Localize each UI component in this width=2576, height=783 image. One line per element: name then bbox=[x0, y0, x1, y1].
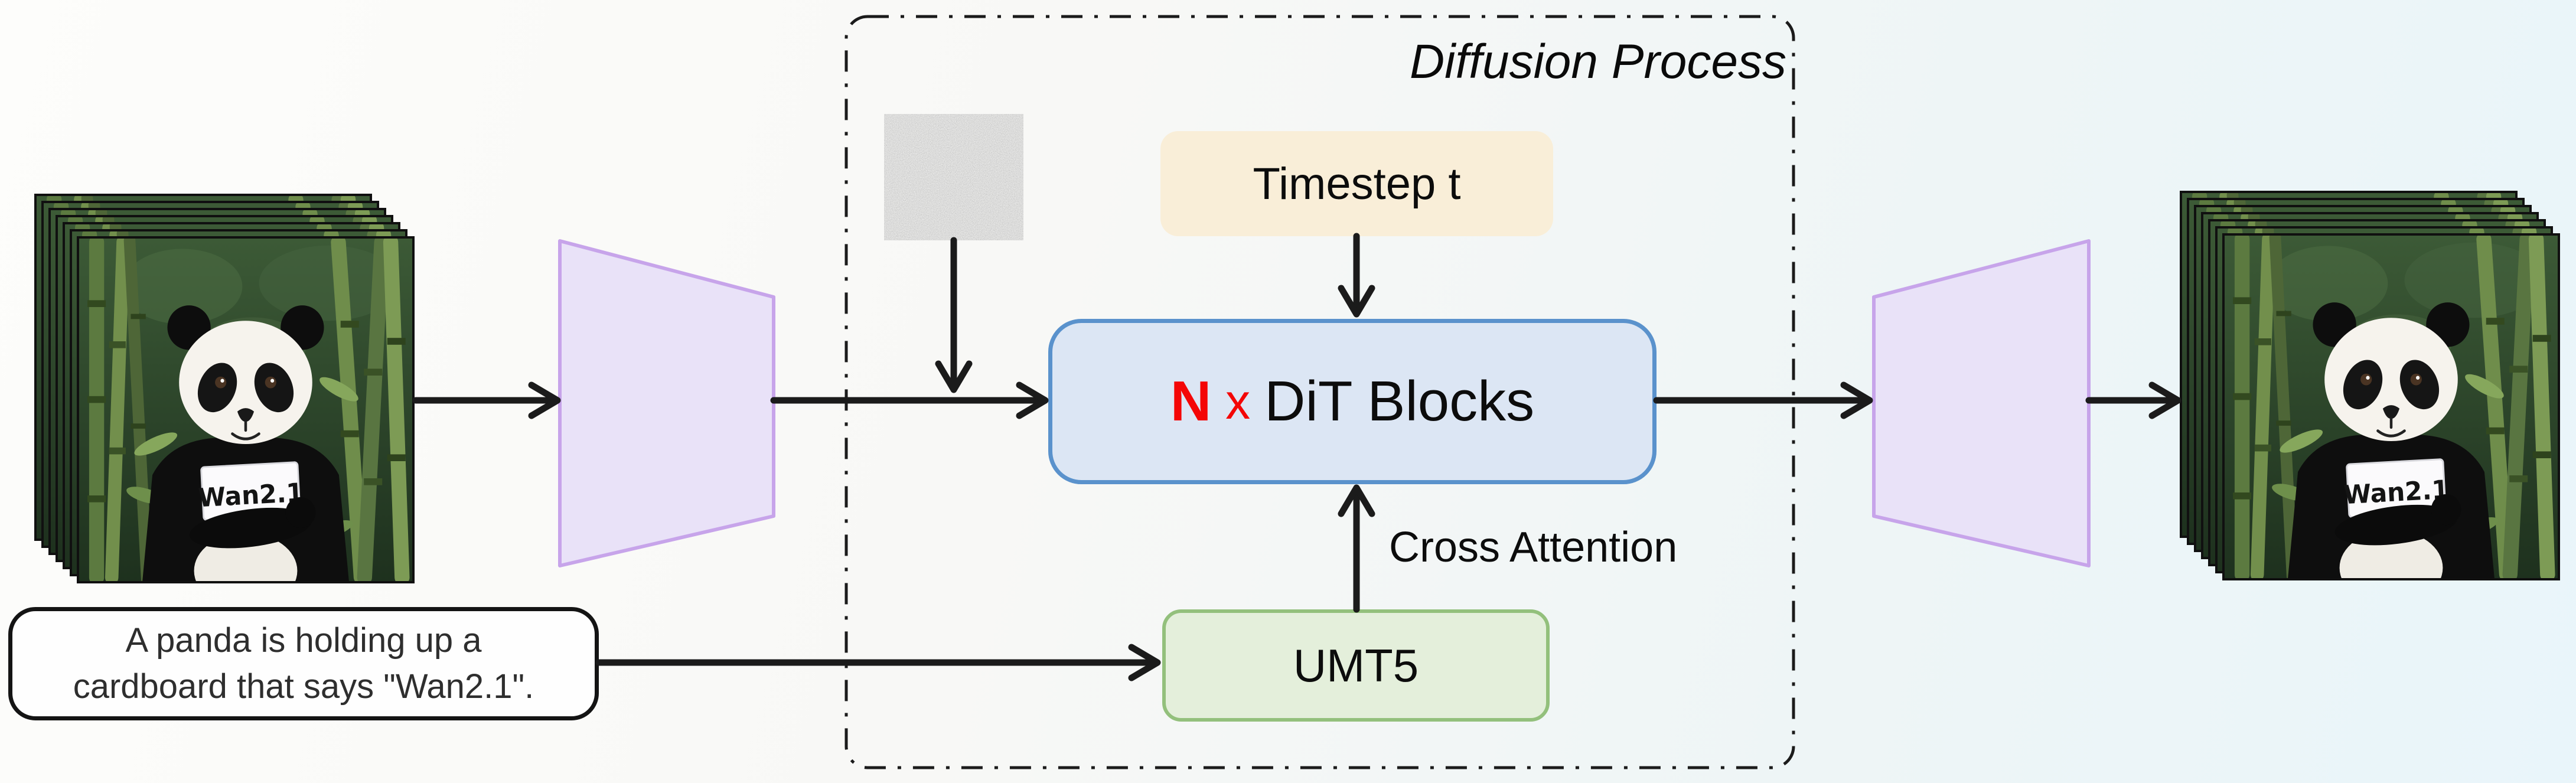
arrow-dit-to-decoder bbox=[1653, 381, 1873, 419]
input-frame-front bbox=[77, 236, 415, 583]
arrow-noise-to-flow bbox=[935, 237, 973, 393]
noise-image bbox=[884, 114, 1023, 240]
dit-blocks-box: N x DiT Blocks bbox=[1048, 319, 1657, 484]
dit-n: N bbox=[1170, 370, 1212, 433]
dit-label: DiT Blocks bbox=[1264, 370, 1535, 433]
decoder-label-line1: Wan- bbox=[1934, 353, 2029, 397]
encoder-label-line2: Encoder bbox=[592, 404, 742, 449]
timestep-label: Timestep t bbox=[1253, 158, 1461, 209]
diffusion-process-title: Diffusion Process bbox=[1409, 35, 1786, 89]
prompt-text-box: A panda is holding up a cardboard that s… bbox=[8, 607, 599, 720]
arrow-timestep-to-dit bbox=[1338, 233, 1375, 318]
prompt-line2: cardboard that says "Wan2.1". bbox=[73, 667, 534, 706]
dit-times: x bbox=[1225, 373, 1251, 429]
arrow-umt5-to-dit bbox=[1338, 484, 1375, 613]
encoder-label: Wan- Encoder bbox=[560, 350, 774, 452]
decoder-label: Wan- Decoder bbox=[1874, 350, 2089, 452]
cross-attention-label: Cross Attention bbox=[1389, 524, 1678, 571]
arrow-frames-to-encoder bbox=[412, 381, 561, 419]
output-frame-front bbox=[2222, 233, 2560, 580]
prompt-line1: A panda is holding up a bbox=[125, 621, 482, 660]
arrow-prompt-to-umt5 bbox=[595, 644, 1161, 681]
timestep-box: Timestep t bbox=[1160, 131, 1553, 236]
decoder-label-line2: Decoder bbox=[1905, 404, 2057, 449]
encoder-label-line1: Wan- bbox=[619, 353, 714, 397]
umt5-box: UMT5 bbox=[1162, 609, 1550, 722]
umt5-label: UMT5 bbox=[1293, 639, 1419, 691]
arrow-decoder-to-frames bbox=[2085, 381, 2182, 419]
arrow-encoder-to-dit bbox=[770, 381, 1049, 419]
